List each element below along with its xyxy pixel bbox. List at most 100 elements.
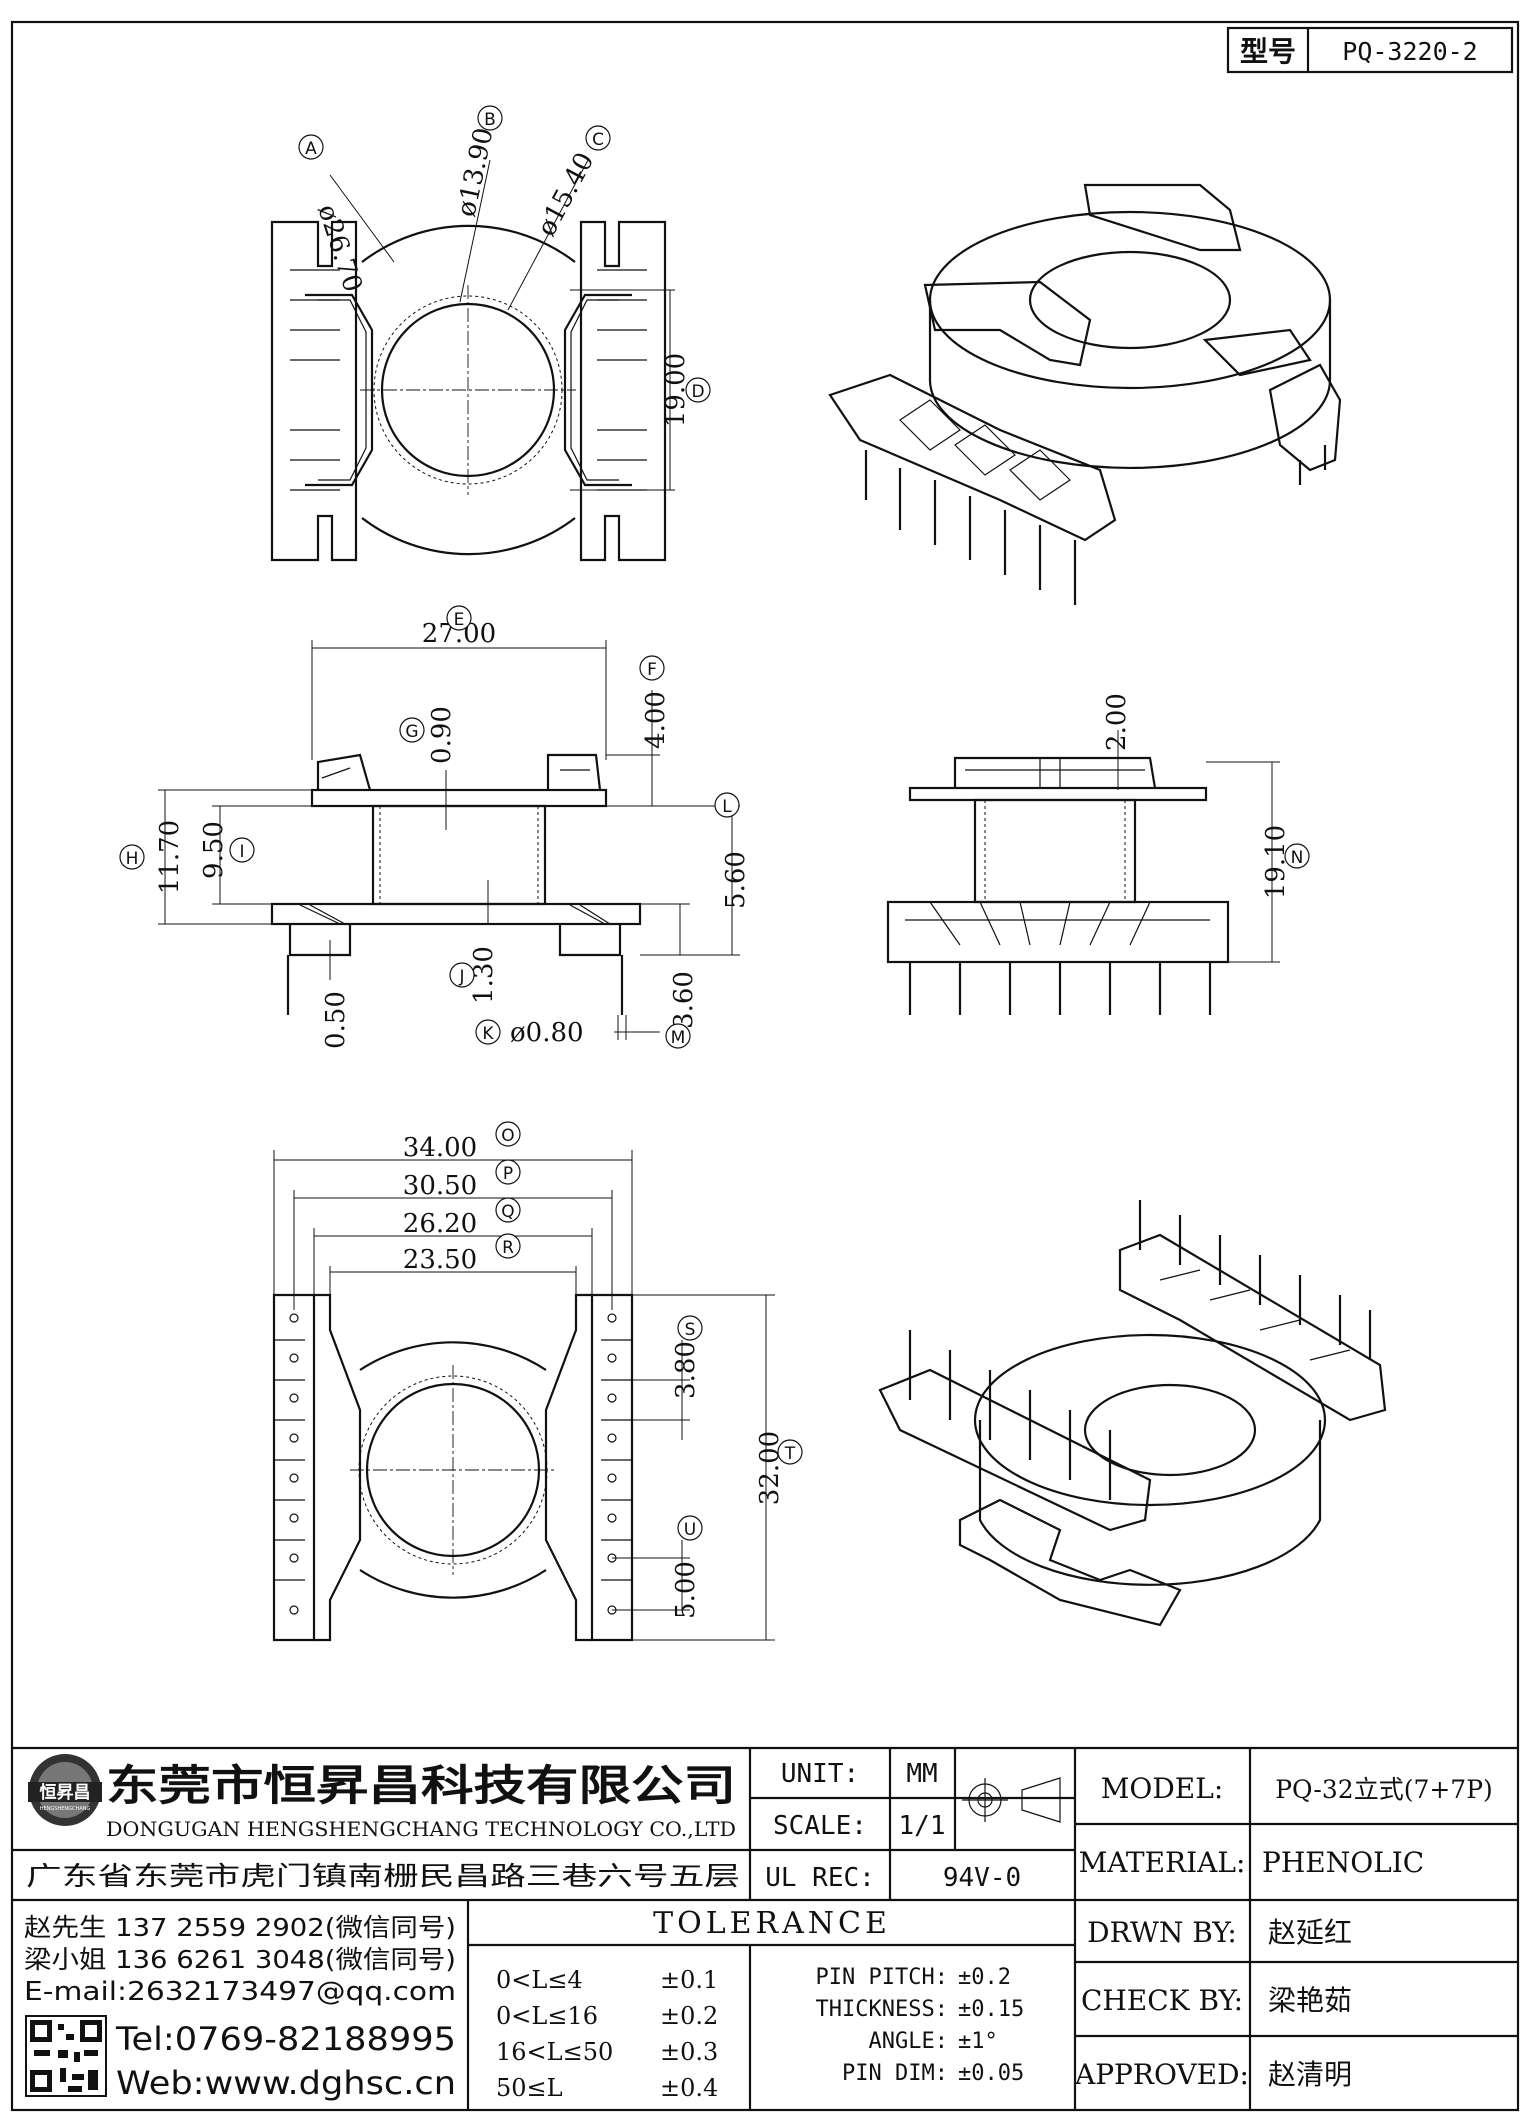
type-label: 型号 [1240,35,1296,68]
tol-right-value-1: ±0.15 [958,1997,1024,2022]
unit-value: MM [906,1759,937,1789]
svg-text:恒昇昌: 恒昇昌 [40,1782,91,1803]
balloon-F: F [639,655,665,681]
drawn-value: 赵延红 [1268,1916,1352,1949]
svg-text:H: H [126,849,139,869]
svg-text:U: U [684,1520,696,1540]
type-value: PQ-3220-2 [1342,37,1477,66]
tol-range-3: 50≤L [496,2074,563,2102]
top-view: 19.00 ø26.70 ø13.90 ø15.40 [270,125,691,562]
dim-B-value: ø13.90 [452,125,500,219]
svg-text:T: T [784,1444,796,1464]
balloon-P: P [495,1159,521,1185]
scale-label: SCALE: [773,1811,867,1841]
check-value: 梁艳茹 [1268,1984,1352,2017]
balloon-R: R [495,1233,521,1259]
qr-code-icon [25,2015,107,2097]
title-block: 恒昇昌 HENGSHENGCHANG 东莞市恒昇昌科技有限公司 DONGUGAN… [12,1746,1518,2110]
dim-U-value: 5.00 [671,1561,701,1619]
balloon-K: K [475,1019,501,1045]
tol-value-0: ±0.1 [660,1966,718,1994]
tol-right-label-1: THICKNESS: [816,1997,948,2022]
contact-2: 梁小姐 136 6261 3048(微信同号) [24,1945,456,1974]
company-logo: 恒昇昌 HENGSHENGCHANG [28,1754,102,1826]
svg-text:D: D [691,382,704,402]
balloon-U: U [677,1515,703,1541]
tol-right-value-2: ±1° [958,2029,998,2054]
svg-text:A: A [305,139,317,159]
drawn-label: DRWN BY: [1087,1916,1237,1949]
tel: Tel:0769-82188995 [115,2020,456,2058]
contact-1: 赵先生 137 2559 2902(微信同号) [24,1913,456,1942]
side-view: 2.00 19.10 [886,693,1291,1015]
svg-text:O: O [501,1126,514,1146]
dim-C-value: ø15.40 [532,148,601,242]
dim-S-value: 3.80 [671,1341,701,1399]
tol-value-3: ±0.4 [660,2074,718,2102]
balloon-S: S [677,1315,703,1341]
web: Web:www.dghsc.cn [116,2064,456,2102]
svg-text:I: I [239,842,244,862]
material-value: PHENOLIC [1262,1846,1424,1879]
tol-range-2: 16<L≤50 [496,2038,613,2066]
dim-L-value: 5.60 [721,851,751,909]
svg-text:G: G [405,722,418,742]
dim-200-value: 2.00 [1102,693,1132,751]
sheet-border [10,20,1520,2112]
model-label: MODEL: [1101,1772,1224,1805]
svg-text:E: E [454,610,465,630]
dim-O-value: 34.00 [403,1133,477,1163]
scale-value: 1/1 [899,1811,946,1841]
dim-R-value: 23.50 [403,1245,477,1275]
balloon-L: L [714,792,740,818]
front-view: 27.00 4.00 0.90 11.70 9.50 5.60 3.60 1.3… [155,619,751,1049]
tol-right-label-2: ANGLE: [869,2029,948,2054]
svg-text:P: P [503,1164,513,1184]
balloon-C: C [585,125,611,151]
svg-text:R: R [502,1238,514,1258]
tol-right-label-3: PIN DIM: [842,2061,948,2086]
balloon-B: B [477,105,503,131]
balloon-T: T [777,1439,803,1465]
balloon-N: N [1284,843,1310,869]
tol-right-value-0: ±0.2 [958,1965,1011,1990]
tol-range-0: 0<L≤4 [496,1966,583,1994]
svg-text:M: M [671,1028,686,1048]
tol-range-1: 0<L≤16 [496,2002,598,2030]
balloon-O: O [495,1121,521,1147]
dim-F-value: 4.00 [641,691,671,749]
bottom-view: 34.00 30.50 26.20 23.50 3.80 32.00 5.00 [272,1133,785,1642]
dim-M-value: 3.60 [669,971,699,1029]
company-address: 广东省东莞市虎门镇南栅民昌路三巷六号五层 [26,1862,740,1892]
dimension-balloons: A B C D E F G H I J K L M N O P Q R S T … [119,105,1310,1541]
tolerance-title: TOLERANCE [653,1906,891,1941]
tol-value-1: ±0.2 [660,2002,718,2030]
tolerance-table: 0<L≤4 ±0.1 0<L≤16 ±0.2 16<L≤50 ±0.3 50≤L… [496,1965,1024,2102]
svg-text:S: S [685,1320,696,1340]
ulrec-value: 94V-0 [943,1863,1021,1893]
type-box: 型号 PQ-3220-2 [1226,26,1514,74]
tol-right-label-0: PIN PITCH: [816,1965,948,1990]
balloon-E: E [446,605,472,631]
svg-text:J: J [458,967,464,987]
balloon-J: J [449,962,475,988]
svg-text:N: N [1291,848,1304,868]
company-name-en: DONGUGAN HENGSHENGCHANG TECHNOLOGY CO.,L… [106,1817,736,1841]
dim-P-value: 30.50 [403,1171,477,1201]
svg-text:Q: Q [501,1202,514,1222]
approved-label: APPROVED: [1074,2058,1249,2091]
dim-I-value: 9.50 [199,821,229,879]
tol-value-2: ±0.3 [660,2038,718,2066]
svg-text:F: F [647,660,657,680]
dim-K-value: ø0.80 [510,1018,584,1048]
balloon-D: D [685,377,711,403]
tol-right-value-3: ±0.05 [958,2061,1024,2086]
balloon-A: A [298,134,324,160]
email: E-mail:2632173497@qq.com [24,1977,456,2007]
balloon-Q: Q [495,1197,521,1223]
balloon-I: I [229,837,255,863]
model-value: PQ-32立式(7+7P) [1275,1775,1493,1804]
company-name-cn: 东莞市恒昇昌科技有限公司 [106,1761,736,1810]
dim-050-value: 0.50 [321,991,351,1049]
